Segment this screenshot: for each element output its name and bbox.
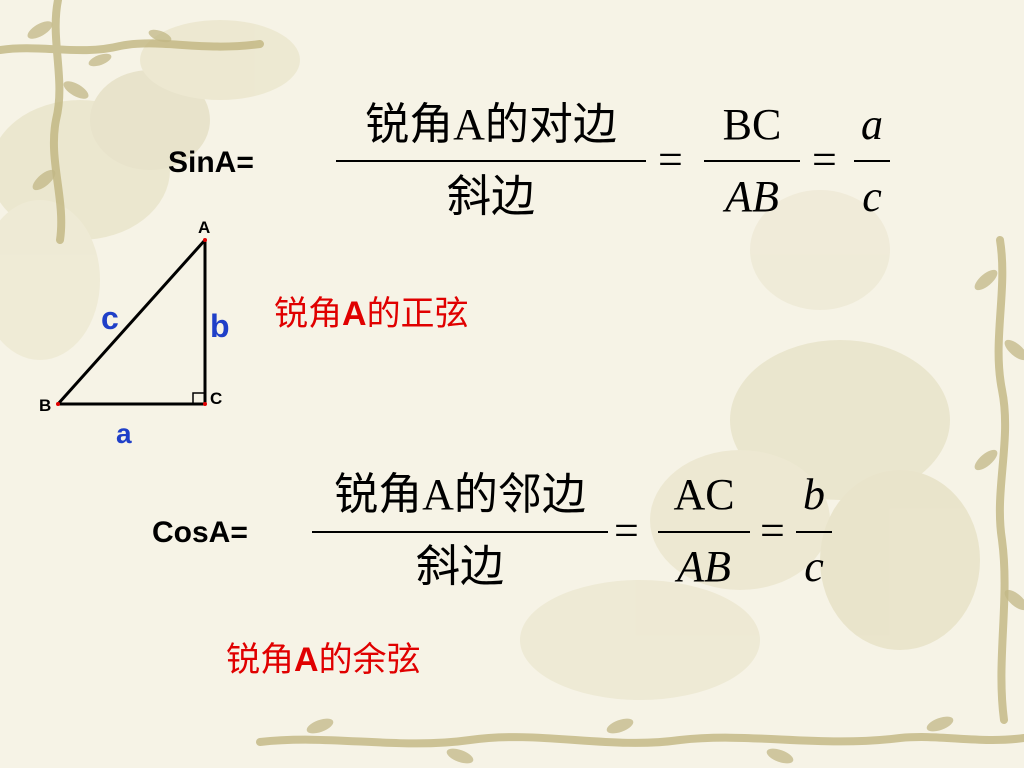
sin-caption-pre: 锐角 <box>274 294 342 334</box>
cos-label: CosA= <box>152 516 248 549</box>
sin-label: SinA= <box>168 146 254 179</box>
cos-caption: 锐角A的余弦 <box>226 638 421 682</box>
sin-fraction-2-numerator: BC <box>722 100 782 149</box>
sin-fraction-3-denominator: c <box>862 172 882 221</box>
cos-fraction-2-denominator: AB <box>677 542 731 591</box>
cos-equals-1: = <box>614 506 639 555</box>
vertex-b-label: B <box>39 396 52 415</box>
vine-left-leaves <box>27 21 172 191</box>
side-c-label: c <box>101 300 119 336</box>
sin-fraction-1-bar <box>336 160 646 162</box>
side-c-line <box>56 238 207 406</box>
sin-fraction-3-numerator: a <box>861 100 883 149</box>
side-b-label: b <box>210 308 230 344</box>
sin-caption: 锐角A的正弦 <box>274 292 469 336</box>
vertex-b-dot <box>56 402 60 406</box>
vine-bottom <box>256 733 1024 748</box>
sin-fraction-2-bar <box>704 160 800 162</box>
side-a-label: a <box>116 418 132 449</box>
sin-caption-post: 的正弦 <box>366 294 469 334</box>
cos-fraction-1-numerator: 锐角A的邻边 <box>334 470 586 519</box>
right-angle-mark <box>192 392 206 405</box>
vertex-c-dot <box>203 402 207 406</box>
sin-fraction-2-denominator: AB <box>725 172 779 221</box>
sin-equals-1: = <box>658 135 683 184</box>
sin-fraction-1-denominator: 斜边 <box>447 172 535 221</box>
vine-right <box>994 236 1010 724</box>
flower-blur-left <box>0 20 300 360</box>
flower-blur-right <box>520 190 980 700</box>
cos-caption-pre: 锐角 <box>226 640 294 680</box>
cos-caption-bold: A <box>294 641 319 679</box>
sin-caption-bold: A <box>342 295 367 333</box>
vine-right-leaves <box>974 269 1024 611</box>
sin-fraction-1-numerator: 锐角A的对边 <box>365 100 617 149</box>
vertex-c-label: C <box>210 389 223 408</box>
cos-caption-post: 的余弦 <box>318 640 421 680</box>
vine-bottom-leaves <box>306 716 954 764</box>
vine-left <box>0 0 264 244</box>
sin-fraction-3-bar <box>854 160 890 162</box>
cos-fraction-3-numerator: b <box>803 470 825 519</box>
vertex-a-dot <box>203 238 207 242</box>
cos-fraction-2-numerator: AC <box>673 470 735 519</box>
cos-fraction-1-denominator: 斜边 <box>416 542 504 591</box>
vertex-a-label: A <box>198 218 211 237</box>
cos-fraction-1-bar <box>312 531 608 533</box>
cos-fraction-3-denominator: c <box>804 542 824 591</box>
sin-equals-2: = <box>812 135 837 184</box>
cos-fraction-2-bar <box>658 531 750 533</box>
cos-fraction-3-bar <box>796 531 832 533</box>
cos-equals-2: = <box>760 506 785 555</box>
